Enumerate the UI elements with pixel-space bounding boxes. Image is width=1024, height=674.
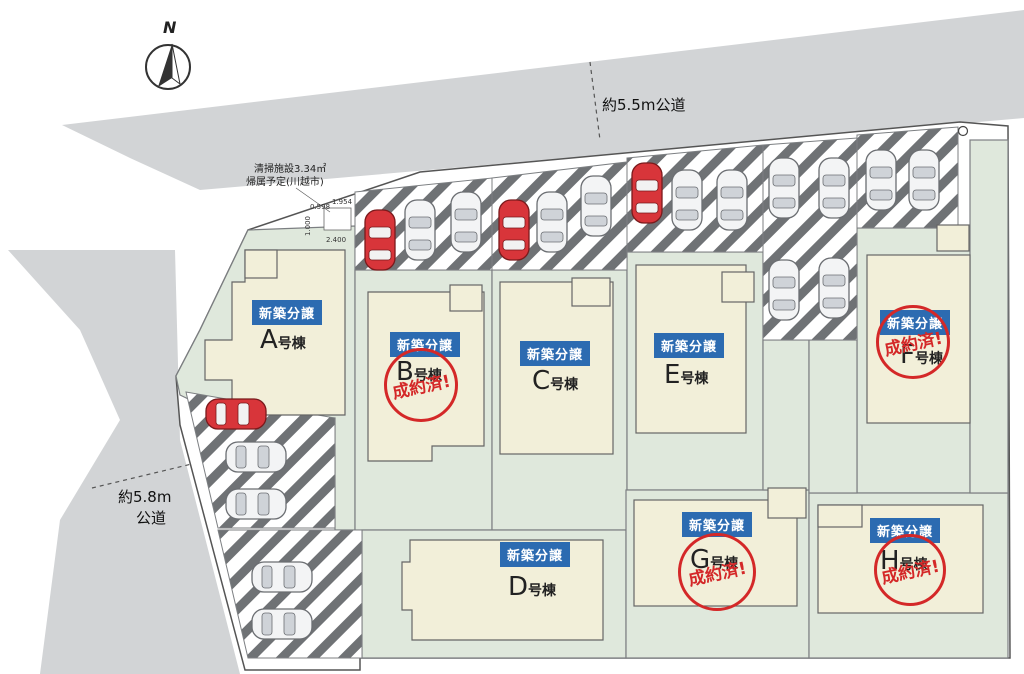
sold-stamp-f: 成約済! <box>876 305 950 379</box>
house-c-bay <box>571 277 611 307</box>
house-b-bay <box>449 284 483 312</box>
west-road-label-line2: 公道 <box>136 509 167 527</box>
dimension-label: 0.598 <box>310 203 331 211</box>
car-white-icon <box>716 169 748 231</box>
car-white-icon <box>671 169 703 231</box>
unit-d-badge: 新築分譲 <box>500 542 571 567</box>
unit-c-badge: 新築分譲 <box>520 341 591 366</box>
house-f-bay <box>936 224 970 252</box>
car-white-icon <box>450 191 482 253</box>
car-white-icon <box>908 149 940 211</box>
facility-note-line2: 帰属予定(川越市) <box>246 177 324 188</box>
unit-e-label: E号棟 <box>664 360 709 390</box>
house-g-bay <box>767 487 807 519</box>
car-white-icon <box>251 561 313 593</box>
facility-leader-line <box>295 187 331 213</box>
car-white-icon <box>251 608 313 640</box>
car-white-icon <box>225 441 287 473</box>
sold-stamp-g: 成約済! <box>678 533 756 611</box>
north-road-label: 約5.5m公道 <box>602 96 686 114</box>
cleaning-facility-area <box>323 207 352 231</box>
dimension-label: 2.400 <box>326 236 347 244</box>
car-white-icon <box>818 157 850 219</box>
west-road-divider <box>91 461 201 489</box>
facility-note-line1: 清掃施設3.34㎡ <box>254 164 327 175</box>
manhole-icon <box>957 125 969 137</box>
west-road-label-line1: 約5.8m <box>118 488 172 506</box>
house-a <box>204 249 346 416</box>
sold-stamp-h: 成約済! <box>874 534 946 606</box>
sold-stamp-b: 成約済! <box>384 348 458 422</box>
unit-d-label: D号棟 <box>508 572 557 602</box>
car-red-icon <box>631 162 663 224</box>
unit-a-badge: 新築分譲 <box>252 300 323 325</box>
unit-c-label: C号棟 <box>532 366 579 396</box>
car-red-icon <box>498 199 530 261</box>
lot-strip-1 <box>762 339 810 491</box>
car-white-icon <box>404 199 436 261</box>
car-white-icon <box>580 175 612 237</box>
compass-letter: N <box>163 18 177 37</box>
unit-a-label: A号棟 <box>260 325 306 355</box>
car-red-icon <box>205 398 267 430</box>
unit-g-badge: 新築分譲 <box>682 512 753 537</box>
north-arrow-icon <box>145 43 191 90</box>
car-white-icon <box>225 488 287 520</box>
car-white-icon <box>536 191 568 253</box>
car-white-icon <box>768 157 800 219</box>
lot-strip-3 <box>969 139 1009 494</box>
house-e-bay <box>721 271 755 303</box>
car-red-icon <box>364 209 396 271</box>
north-road-divider <box>589 61 601 141</box>
car-white-icon <box>865 149 897 211</box>
lot-strip-2 <box>808 339 858 494</box>
west-road <box>8 250 240 674</box>
car-white-icon <box>818 257 850 319</box>
house-c <box>499 281 614 455</box>
house-a-bay <box>244 249 278 279</box>
car-white-icon <box>768 259 800 321</box>
dimension-label: 1.000 <box>304 215 313 237</box>
house-h-bay <box>817 504 863 528</box>
dimension-label: 1.954 <box>332 198 353 206</box>
unit-e-badge: 新築分譲 <box>654 333 725 358</box>
north-road <box>62 10 1024 190</box>
